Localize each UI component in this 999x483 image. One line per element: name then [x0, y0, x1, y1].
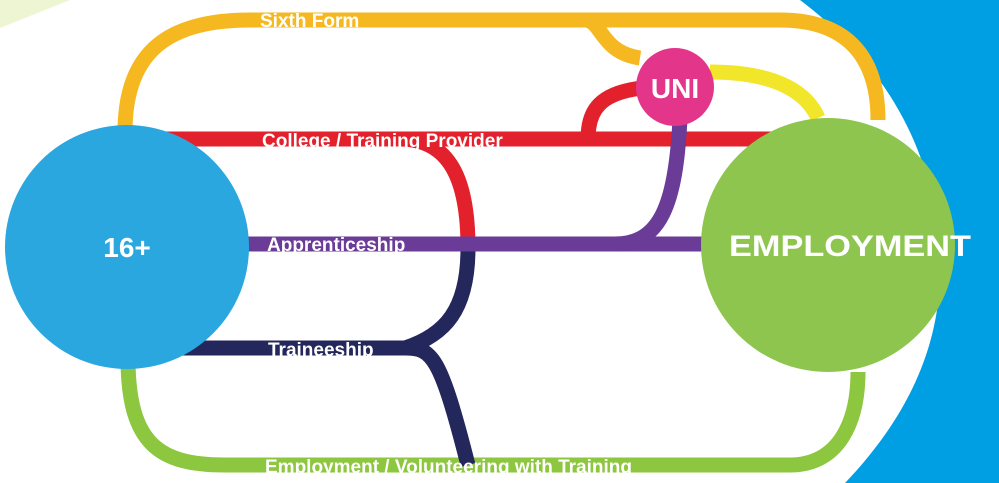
route-line-sixth-form-to-uni — [583, 12, 642, 66]
route-line-volunteering — [120, 357, 866, 473]
end-node — [701, 118, 955, 372]
uni-node-label: UNI — [651, 73, 699, 104]
route-line-uni-to-employment — [709, 64, 825, 122]
route-line-apprenticeship-to-uni — [614, 117, 688, 252]
side-stripe — [800, 0, 999, 483]
route-line-college-to-apprenticeship — [200, 131, 476, 249]
start-node-label: 16+ — [103, 232, 151, 263]
route-line-sixth-form — [117, 12, 886, 133]
end-node-label: EMPLOYMENT — [729, 230, 971, 263]
uni-node — [636, 48, 714, 126]
route-line-college-to-uni — [580, 80, 644, 140]
route-label-traineeship: Traineeship — [268, 340, 374, 361]
route-line-traineeship — [168, 340, 476, 467]
route-label-sixth-form: Sixth Form — [260, 11, 359, 32]
route-line-traineeship-branch — [402, 247, 476, 356]
route-label-volunteering: Employment / Volunteering with Training — [265, 457, 632, 478]
start-node — [5, 125, 249, 369]
corner-wash — [0, 0, 70, 28]
route-label-apprenticeship: Apprenticeship — [267, 235, 405, 256]
route-label-college: College / Training Provider — [262, 131, 503, 152]
